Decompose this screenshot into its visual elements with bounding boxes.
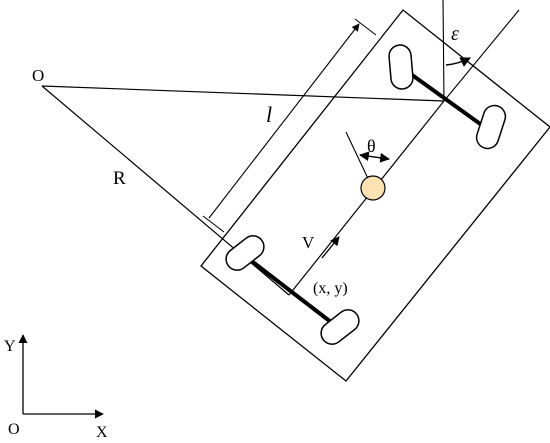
label-length: l [266,102,272,127]
steer-angle-arc [445,57,471,67]
steer-reference-line [442,0,445,102]
label-steer-angle: ε [451,23,459,45]
vehicle-body [200,9,550,382]
center-of-mass-marker [360,175,386,201]
label-radius: R [113,168,126,189]
theta-arc [359,151,390,163]
wheelbase-tick-rear [202,215,225,233]
wheelbase-tick-front [354,18,377,36]
velocity-arrow [321,236,340,259]
label-origin-o: O [32,66,44,85]
rear-axle [243,254,342,331]
label-axis-origin: O [8,421,20,438]
label-axis-y: Y [4,338,16,355]
front-right-wheel [475,104,507,150]
rear-left-wheel [225,235,265,271]
label-theta: θ [367,136,376,156]
label-axis-x: X [96,424,108,441]
front-left-wheel [388,44,414,90]
label-velocity: V [302,233,315,252]
label-position: (x, y) [313,280,348,297]
steer-direction-line [443,9,520,102]
wheelbase-dimension-line [208,23,360,219]
rear-right-wheel [320,309,360,345]
line-o-to-front-axle [41,85,445,102]
